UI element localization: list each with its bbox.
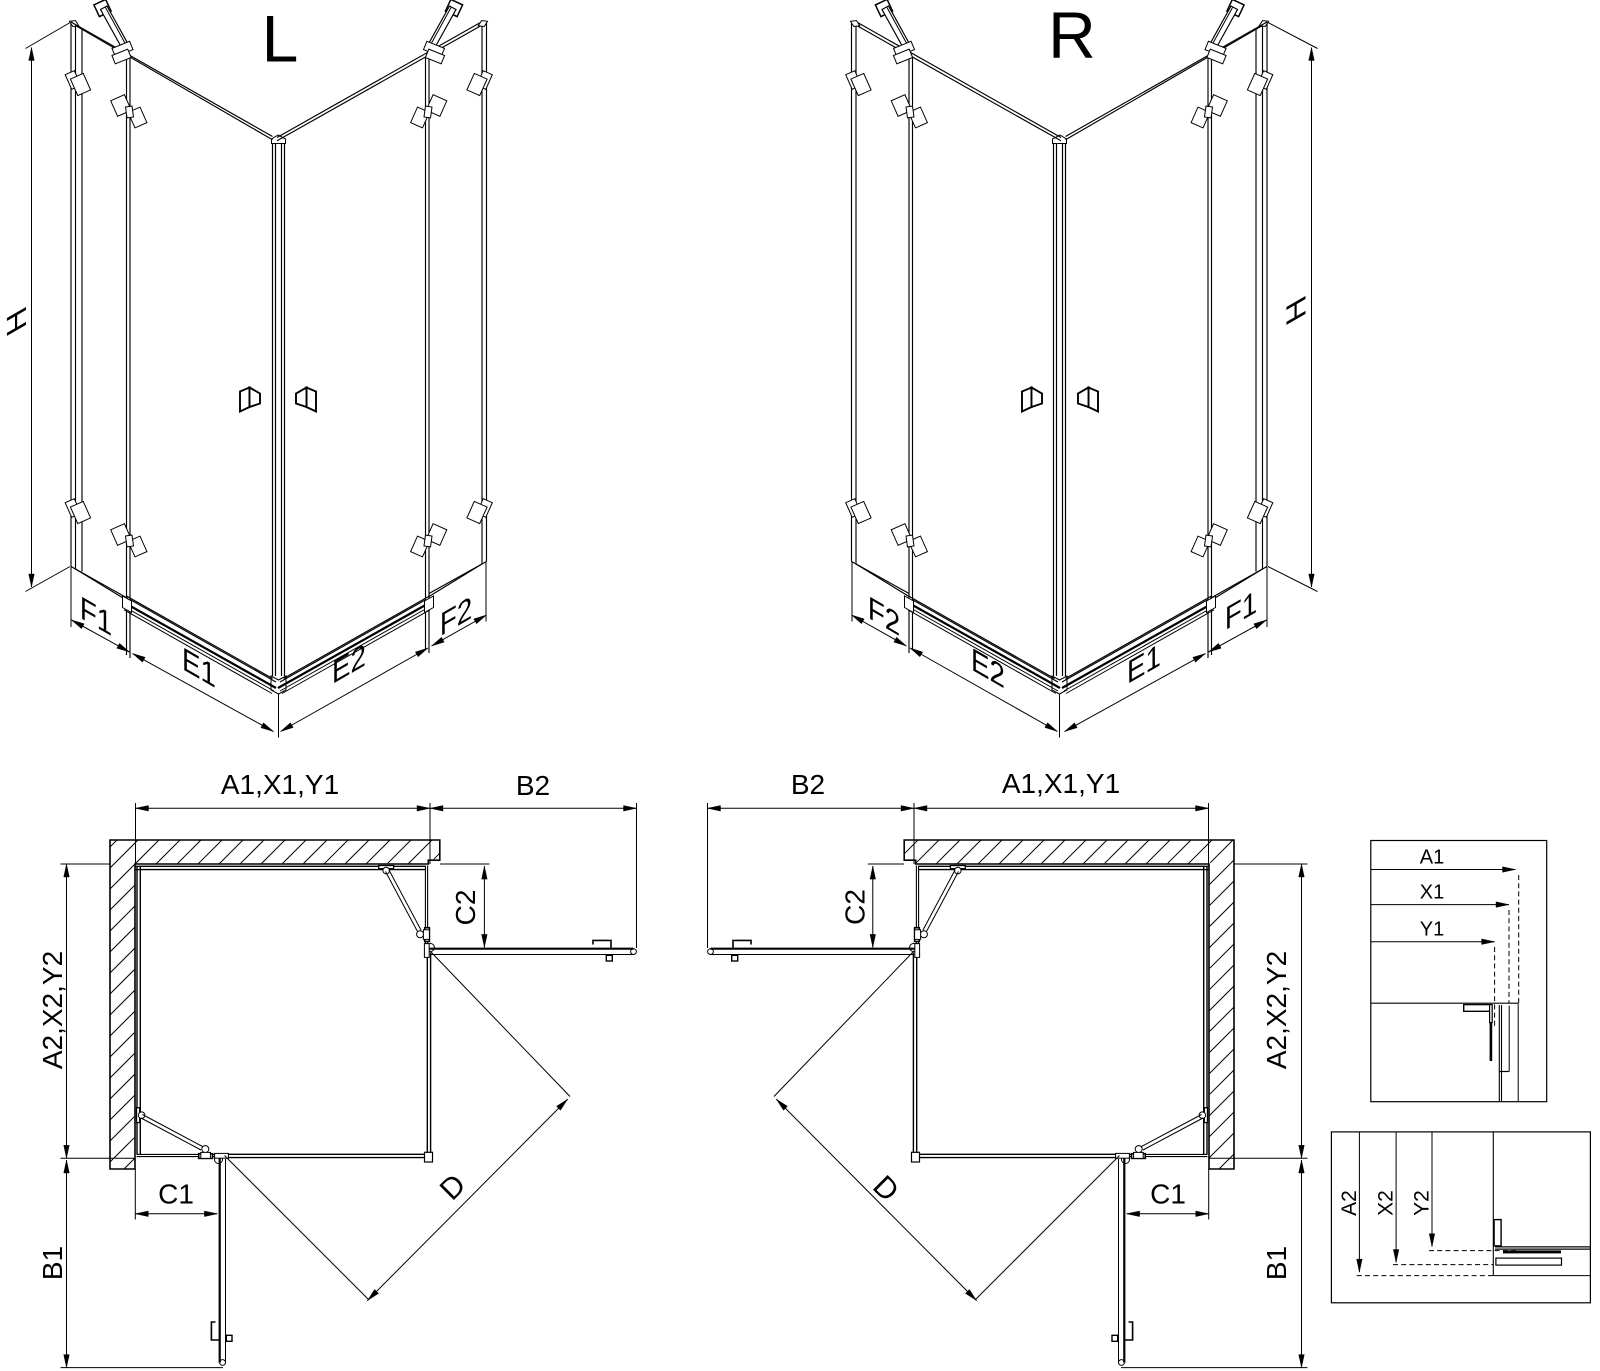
svg-text:C2: C2 xyxy=(840,889,871,925)
svg-text:B1: B1 xyxy=(1261,1246,1292,1280)
svg-text:R: R xyxy=(1048,0,1096,72)
svg-text:B2: B2 xyxy=(791,769,825,800)
svg-text:B2: B2 xyxy=(516,770,550,801)
svg-text:X2: X2 xyxy=(1375,1190,1398,1216)
svg-text:Y1: Y1 xyxy=(1420,919,1444,941)
svg-text:A2: A2 xyxy=(1338,1190,1361,1216)
svg-text:Y2: Y2 xyxy=(1411,1190,1434,1216)
svg-text:L: L xyxy=(262,2,299,76)
svg-text:A2,X2,Y2: A2,X2,Y2 xyxy=(1261,951,1292,1069)
svg-text:C1: C1 xyxy=(1150,1179,1186,1210)
svg-text:C2: C2 xyxy=(450,890,481,926)
svg-text:A1,X1,Y1: A1,X1,Y1 xyxy=(1002,768,1120,799)
svg-text:A2,X2,Y2: A2,X2,Y2 xyxy=(37,951,68,1069)
svg-text:C1: C1 xyxy=(158,1179,194,1210)
svg-text:A1: A1 xyxy=(1420,847,1444,869)
svg-text:X1: X1 xyxy=(1420,882,1444,904)
svg-text:B1: B1 xyxy=(37,1246,68,1280)
svg-text:A1,X1,Y1: A1,X1,Y1 xyxy=(221,769,339,800)
